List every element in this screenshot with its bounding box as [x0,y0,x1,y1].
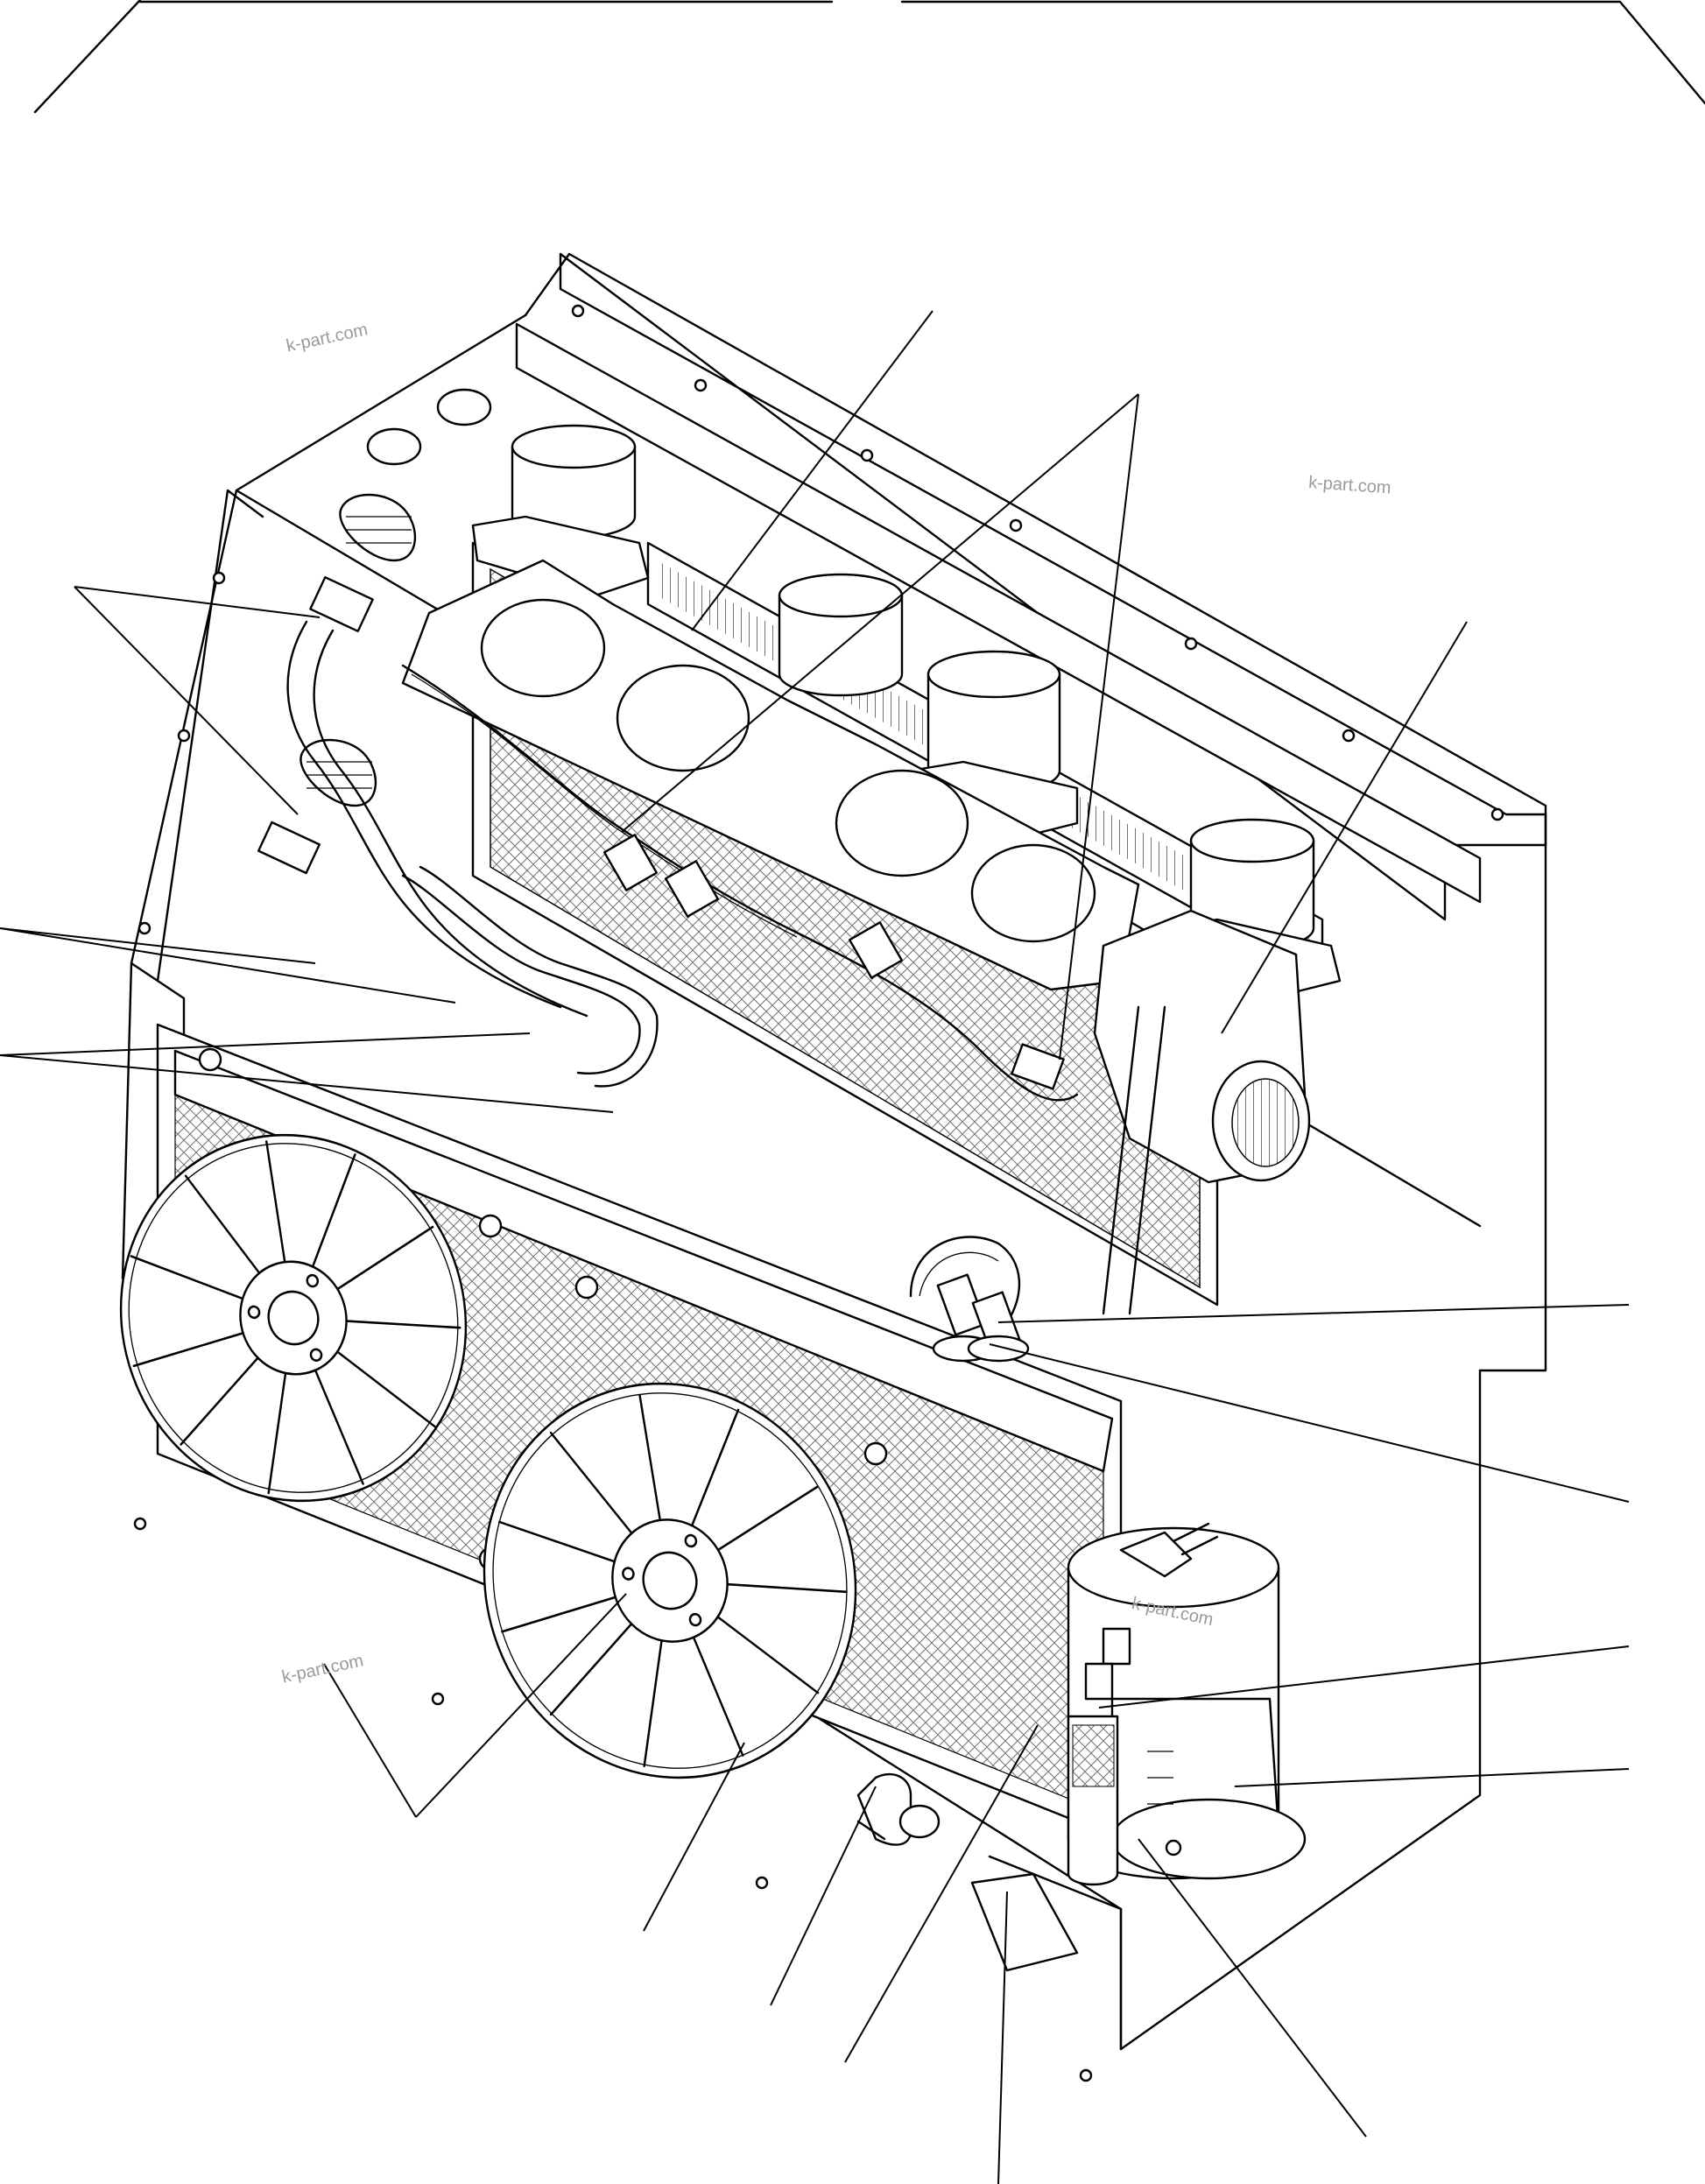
leader-12 [643,1742,745,1932]
fan-left-blades [130,1140,461,1495]
leader-15 [997,1891,1008,2184]
outlet-duct-3 [909,650,1079,838]
fan-right-blades [498,1394,848,1768]
blower-outlets [471,424,1342,996]
condenser-fan-right [483,1382,857,1779]
leader-4a [74,586,321,618]
condenser-fan-left [68,1085,518,1551]
leader-9 [1098,1645,1630,1708]
callout-leaders [0,310,1630,2184]
leader-11a [323,1663,417,1818]
outlet-duct-2 [778,573,904,697]
pressure-switches [909,1236,1030,1363]
leader-2b [1059,393,1139,1060]
blower-scroll [1093,909,1311,1184]
leader-7 [997,1304,1630,1323]
leader-5b [0,927,316,964]
expansion-valves [257,493,659,1088]
leader-2a [621,393,1139,833]
leader-10 [1234,1768,1630,1787]
side-panel [970,1855,1123,2051]
leader-14 [844,1724,1039,2063]
leader-5a [0,927,456,1004]
leader-3 [1221,621,1468,1034]
compressor [1067,1522,1307,1886]
leader-6a [0,1032,531,1056]
leader-1 [691,310,934,631]
leader-16 [1138,1838,1367,2138]
blower-motor-assembly [401,559,1311,1184]
frame-top-lines [33,0,1705,114]
leader-8 [989,1343,1630,1503]
leader-13 [770,1786,877,2006]
leader-6b [0,1054,614,1113]
receiver-drier [856,1772,941,1846]
mounting-holes [133,304,1504,2082]
leader-11b [415,1593,627,1818]
outlet-duct-1 [471,424,650,597]
top-fittings [366,388,492,466]
leader-4b [74,586,299,815]
